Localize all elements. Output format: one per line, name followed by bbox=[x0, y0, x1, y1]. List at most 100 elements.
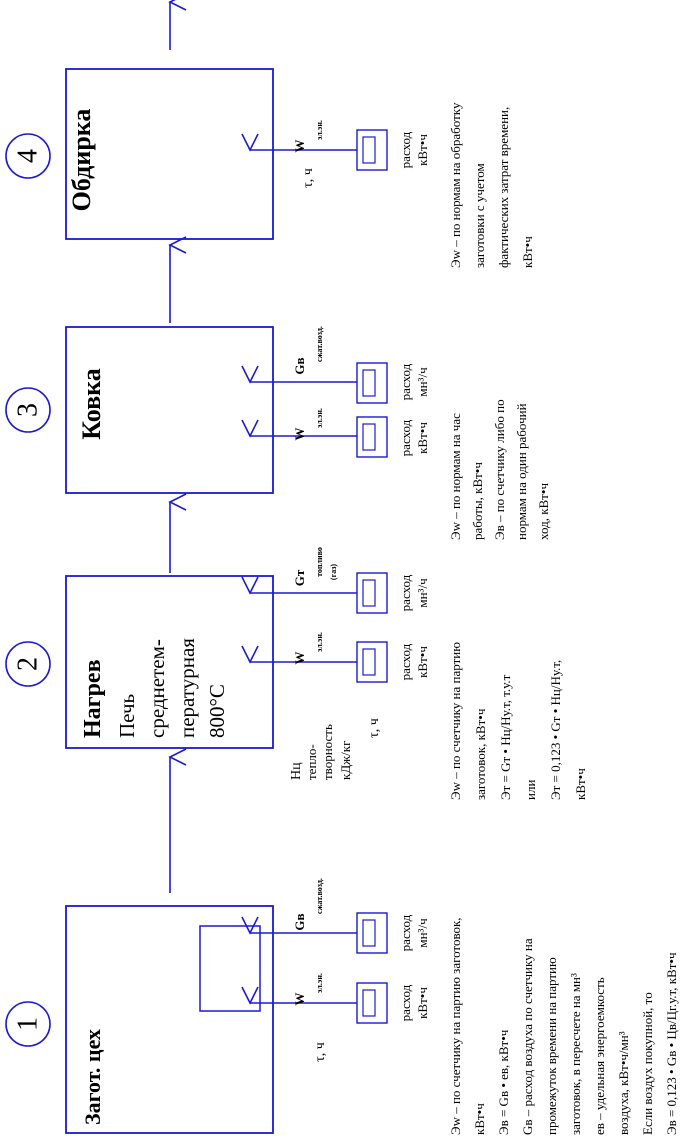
meter-outer bbox=[356, 912, 388, 954]
meter-inner bbox=[362, 136, 376, 164]
note-line: Если воздух покупной, то bbox=[640, 992, 655, 1135]
stage-number-circle-2 bbox=[5, 641, 51, 687]
note-line: Эт = 0,123 • Gт • Нц/Ну.т, bbox=[548, 660, 563, 800]
meter-unit-2: мн³/ч bbox=[415, 367, 430, 397]
note-line: работы, кВт•ч bbox=[470, 462, 485, 540]
meter-label-w: W bbox=[292, 140, 307, 153]
note-line: Эт = Gт • Нц/Ну.т, т.у.т bbox=[498, 674, 513, 800]
note-line: ход, кВт•ч bbox=[536, 483, 551, 540]
note-line: Эв = Gв • ев, кВт•ч bbox=[496, 1029, 511, 1135]
stage-number-4: 4 bbox=[13, 149, 44, 163]
note-line: заготовки с учетом bbox=[472, 163, 487, 268]
note-line: заготовок, в пересчете на мн³ bbox=[568, 973, 583, 1135]
stage-box-4 bbox=[65, 68, 274, 240]
stage-title-1: Загот. цех bbox=[80, 1029, 105, 1125]
meter-sub-w: эл.эн. bbox=[315, 632, 324, 652]
meter-unit-2: кВт•ч bbox=[415, 987, 430, 1019]
note-line: Эw – по счетчику на партию bbox=[448, 642, 463, 800]
meter-inner bbox=[362, 369, 376, 397]
notes-block-1: Эw – по счетчику на партию заготовок, кВт… bbox=[448, 917, 679, 1135]
meter-unit-1: расход bbox=[398, 363, 413, 400]
note-line: кВт•ч bbox=[520, 236, 535, 268]
meter-inner bbox=[362, 423, 376, 451]
note-line: промежуток времени на партию bbox=[544, 957, 559, 1135]
note-line: воздуха, кВт•ч/мн³ bbox=[616, 1031, 631, 1135]
meter-unit-1: расход bbox=[398, 984, 413, 1021]
meter-label-w: W bbox=[292, 428, 307, 441]
meter-unit-2: мн³/ч bbox=[415, 578, 430, 608]
meter-sub-gv: сжат.возд. bbox=[315, 878, 324, 914]
note-line: Эw – по нормам на обработку bbox=[448, 102, 463, 268]
stage-box-3 bbox=[65, 326, 274, 494]
meter-outer bbox=[356, 129, 388, 171]
meter-sub-gv: сжат.возд. bbox=[315, 326, 324, 362]
tau-label: τ, ч bbox=[367, 718, 382, 738]
note-line: или bbox=[523, 780, 538, 800]
stage-subtitle-line: среднетем- bbox=[145, 639, 169, 738]
note-line: Gв – расход воздуха по счетчику на bbox=[520, 938, 535, 1135]
meter-label-w: W bbox=[292, 652, 307, 665]
tau-label: τ, ч bbox=[301, 168, 316, 188]
note-line: Эв – по счетчику либо по bbox=[492, 399, 507, 540]
stage-number-2: 2 bbox=[13, 657, 44, 671]
meter-inner bbox=[362, 989, 376, 1017]
meter-label-gv: Gв bbox=[292, 357, 307, 374]
stage-subtitle-line: пературная bbox=[175, 638, 199, 738]
stage-title-4: Обдирка bbox=[67, 109, 96, 212]
meter-outer bbox=[356, 982, 388, 1024]
meter-outer bbox=[356, 362, 388, 404]
heat-value-label: тепло- bbox=[304, 744, 319, 780]
stage-number-circle-1 bbox=[5, 1001, 51, 1047]
meter-sub-w: эл.эн. bbox=[315, 120, 324, 140]
notes-block-3: Эw – по нормам на час работы, кВт•ч Эв – п… bbox=[448, 399, 551, 540]
note-line: фактических затрат времени, bbox=[496, 107, 511, 268]
meter-inner bbox=[362, 648, 376, 676]
meter-unit-1: расход bbox=[398, 574, 413, 611]
stage-subtitle-line: Печь bbox=[115, 694, 139, 738]
meter-unit-1: расход bbox=[398, 419, 413, 456]
stage-number-1: 1 bbox=[13, 1017, 44, 1031]
note-line: Эw – по счетчику на партию заготовок, bbox=[448, 917, 463, 1135]
note-line: кВт•ч bbox=[573, 768, 588, 800]
note-line: ев – удельная энергоемкость bbox=[592, 977, 607, 1135]
meter-label-w: W bbox=[292, 993, 307, 1006]
meter-sub-w: эл.эн. bbox=[315, 408, 324, 428]
meter-label-gt: Gт bbox=[292, 569, 307, 586]
stage-number-3: 3 bbox=[13, 403, 44, 417]
stage-title-3: Ковка bbox=[77, 368, 106, 440]
meter-inner bbox=[362, 919, 376, 947]
stage-number-circle-3 bbox=[5, 387, 51, 433]
meter-unit-2: кВт•ч bbox=[415, 422, 430, 454]
notes-block-4: Эw – по нормам на обработку заготовки с у… bbox=[448, 102, 535, 268]
notes-block-2: Эw – по счетчику на партию заготовок, кВт… bbox=[448, 642, 588, 800]
tau-label: τ, ч bbox=[313, 1042, 328, 1062]
meter-inner bbox=[362, 579, 376, 607]
meter-sub-gt: топливо bbox=[315, 547, 324, 577]
meter-sub-gt: (газ) bbox=[329, 564, 338, 581]
heat-value-label: творность bbox=[320, 724, 335, 780]
meter-unit-2: мн³/ч bbox=[415, 918, 430, 948]
meter-sub-w: эл.эн. bbox=[315, 973, 324, 993]
meter-unit-1: расход bbox=[398, 643, 413, 680]
note-line: кВт•ч bbox=[472, 1103, 487, 1135]
stage-subtitle-line: 800°С bbox=[205, 684, 229, 738]
meter-unit-2: кВт•ч bbox=[415, 646, 430, 678]
meter-label-gv: Gв bbox=[292, 913, 307, 930]
note-line: Эw – по нормам на час bbox=[448, 413, 463, 540]
stage-box-1 bbox=[65, 905, 274, 1134]
heat-value-label: кДж/кг bbox=[338, 741, 353, 780]
stage-inner-box bbox=[199, 925, 261, 1012]
stage-title-2: Нагрев bbox=[80, 659, 106, 738]
note-line: нормам на один рабочий bbox=[514, 403, 529, 540]
meter-outer bbox=[356, 572, 388, 614]
meter-unit-1: расход bbox=[398, 131, 413, 168]
meter-unit-2: кВт•ч bbox=[415, 134, 430, 166]
heat-value-label: Нц bbox=[289, 762, 304, 780]
meter-unit-1: расход bbox=[398, 914, 413, 951]
stage-number-circle-4 bbox=[5, 133, 51, 179]
meter-outer bbox=[356, 416, 388, 458]
note-line: Эв = 0,123 • Gв • Цв/Цг.у.т, кВт•ч bbox=[664, 952, 679, 1135]
meter-outer bbox=[356, 641, 388, 683]
note-line: заготовок, кВт•ч bbox=[473, 708, 488, 800]
